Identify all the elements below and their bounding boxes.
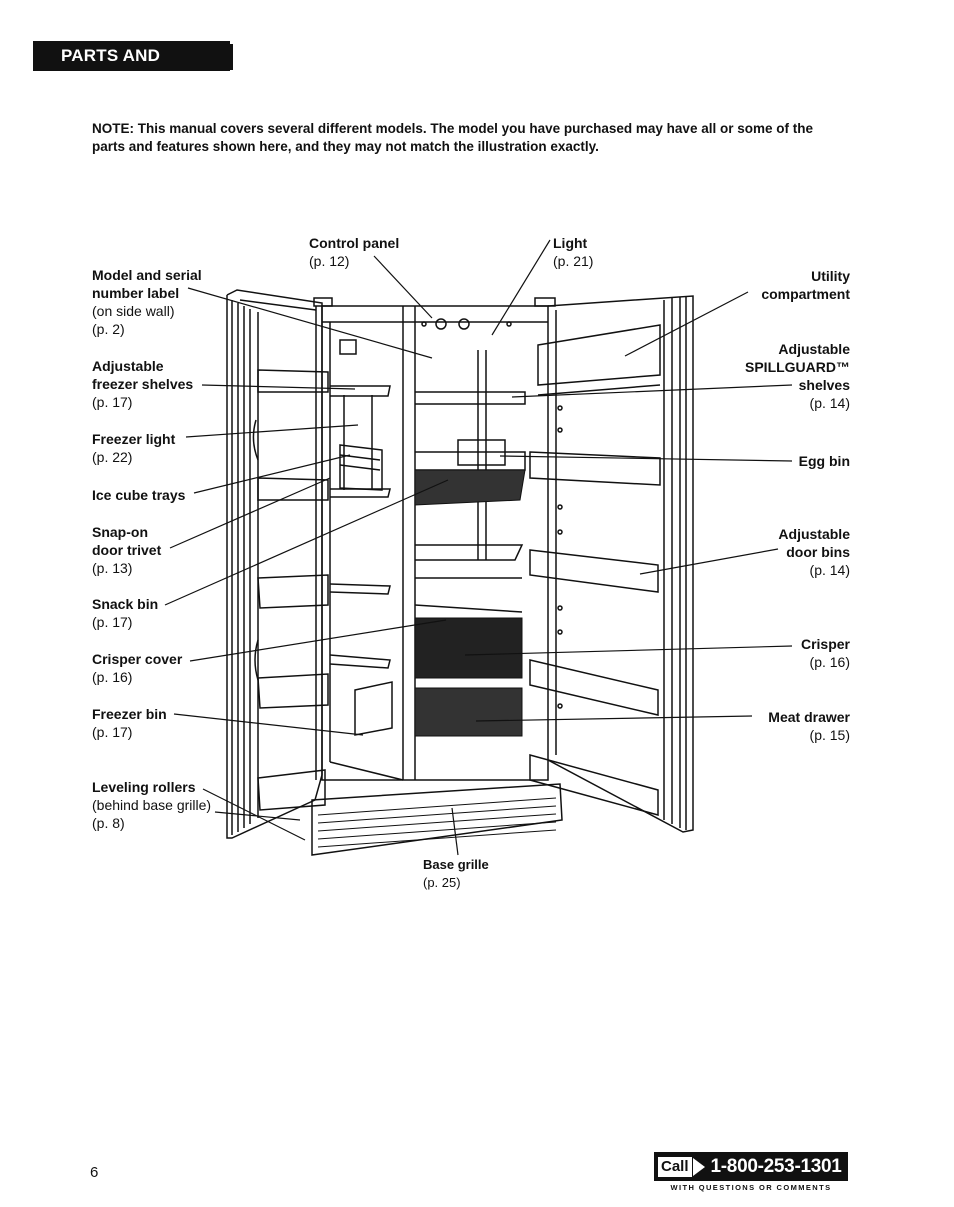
label-snack-bin: Snack bin (p. 17) [92,596,159,630]
meat-drawer [414,687,523,737]
cabinet [311,297,563,856]
label-freezer-bin: Freezer bin (p. 17) [92,706,167,740]
label-light: Light (p. 21) [553,235,594,269]
label-crisper: Crisper (p. 16) [800,636,850,670]
leader-lines [164,239,793,856]
label-control-panel: Control panel (p. 12) [309,235,400,269]
label-model-serial: Model and serial number label (on side w… [92,267,202,337]
base-grille-lines [317,797,557,848]
label-ice-cube-trays: Ice cube trays [92,487,186,503]
label-freezer-shelves: Adjustable freezer shelves (p. 17) [92,358,194,410]
call-subtext: WITH QUESTIONS OR COMMENTS [670,1183,832,1192]
freezer-door [226,289,329,839]
phone-number: 1-800-253-1301 [710,1155,842,1177]
banner-tail [229,44,233,70]
section-title-banner: PARTS AND FEATURES [33,41,230,95]
label-leveling-rollers: Leveling rollers (behind base grille) (p… [92,779,212,831]
page-number: 6 [90,1164,99,1181]
call-word: Call [658,1156,692,1177]
label-snap-on-trivet: Snap-on door trivet (p. 13) [92,524,162,576]
fridge-door [529,295,694,833]
label-crisper-cover: Crisper cover (p. 16) [92,651,183,685]
snack-bin-drawer [414,469,526,506]
label-spillguard-shelves: Adjustable SPILLGUARD™ shelves (p. 14) [745,341,850,411]
label-freezer-light: Freezer light (p. 22) [92,431,176,465]
label-utility-compartment: Utility compartment [761,268,850,302]
models-note: NOTE: This manual covers several differe… [92,121,813,154]
label-meat-drawer: Meat drawer (p. 15) [768,709,850,743]
label-base-grille: Base grille (p. 25) [423,857,489,890]
arrow-right-icon [692,1157,705,1176]
label-door-bins: Adjustable door bins (p. 14) [778,526,850,578]
label-egg-bin: Egg bin [798,453,850,469]
call-banner: Call 1-800-253-1301 [654,1152,848,1181]
crisper-drawer [414,617,523,679]
